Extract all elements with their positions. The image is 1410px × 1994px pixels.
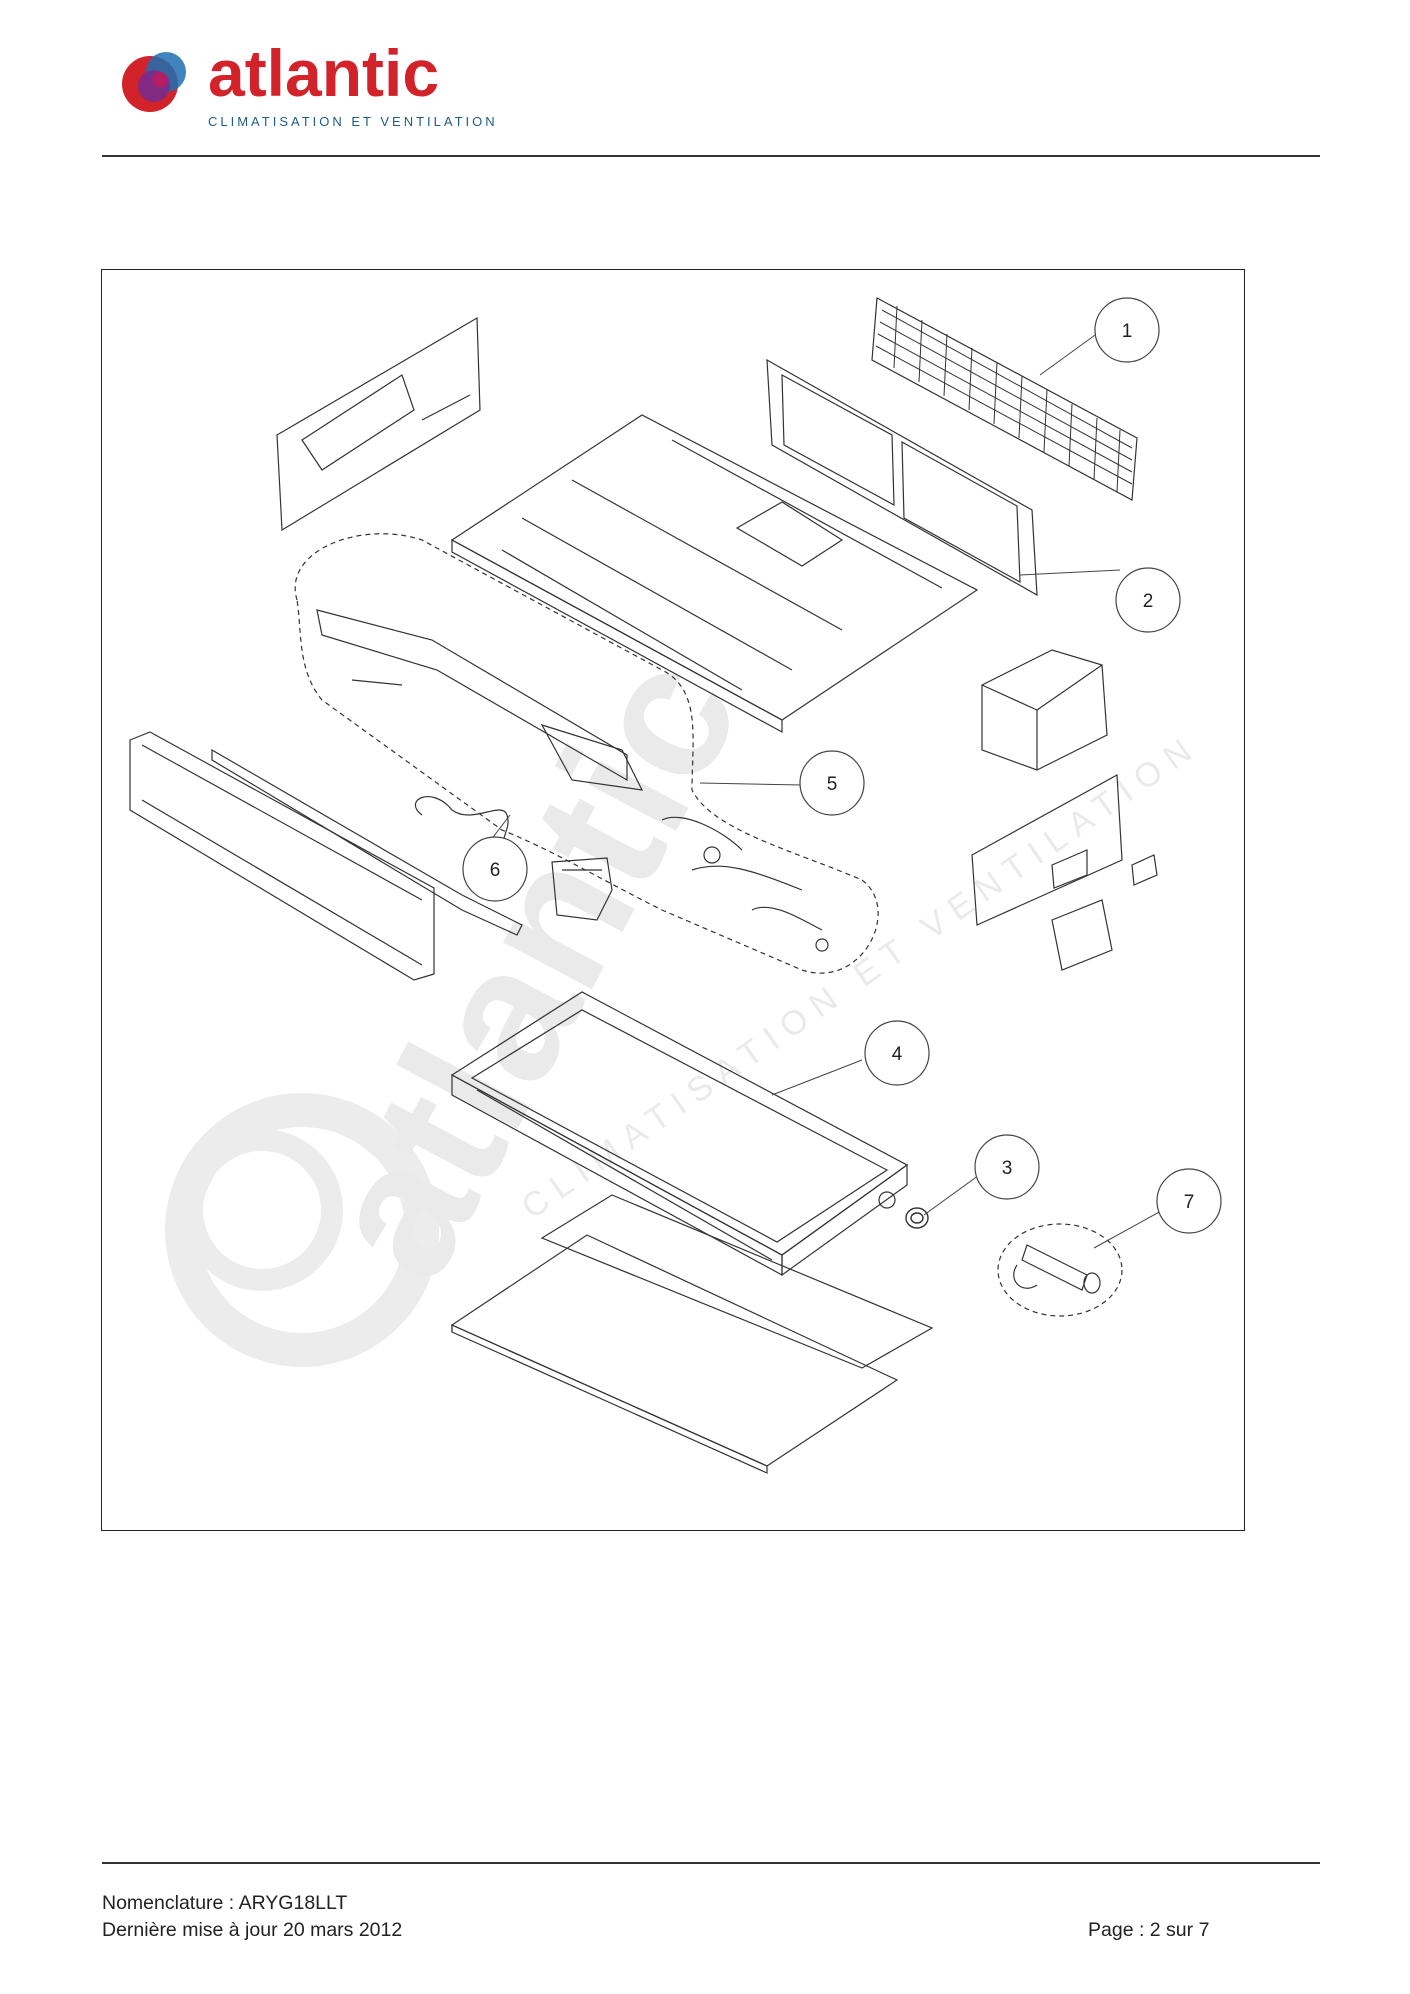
part-top-panel [450,414,979,734]
callout-5-label: 5 [827,774,838,795]
brand-tagline: CLIMATISATION ET VENTILATION [208,114,498,129]
callout-6: 6 [462,836,528,902]
exploded-view-drawing: atlantic CLIMATISATION ET VENTILATION [129,297,1222,1474]
brand-name: atlantic [208,36,440,110]
callout-1: 1 [1094,297,1160,363]
exploded-view-figure: atlantic CLIMATISATION ET VENTILATION [101,269,1245,1531]
callout-4-label: 4 [892,1044,903,1065]
footer-last-update: Dernière mise à jour 20 mars 2012 [102,1919,403,1941]
callout-6-label: 6 [490,860,501,881]
footer-divider [102,1862,1320,1864]
part-front-frame [766,358,1038,597]
callout-2-label: 2 [1143,591,1154,612]
footer-page-number: Page : 2 sur 7 [1088,1919,1210,1941]
part-side-panel-left [276,316,481,532]
callout-7-label: 7 [1184,1192,1195,1213]
callout-5: 5 [799,750,865,816]
watermark: atlantic CLIMATISATION ET VENTILATION [165,622,1206,1367]
part-drain-pan [450,991,909,1277]
part-plug [905,1207,929,1229]
part-electrical-box [971,649,1158,971]
header-divider [102,155,1320,157]
part-6-items [414,796,613,921]
callout-1-label: 1 [1122,321,1133,342]
part-bottom-panels [450,1194,934,1474]
logo-mark-icon [122,52,186,112]
part-grille [871,297,1138,501]
callout-2: 2 [1115,567,1181,633]
atlantic-logo: atlantic CLIMATISATION ET VENTILATION [120,40,500,134]
callout-3-label: 3 [1002,1158,1013,1179]
callout-3: 3 [974,1134,1040,1200]
footer-nomenclature: Nomenclature : ARYG18LLT [102,1892,348,1914]
callout-7: 7 [1156,1168,1222,1234]
part-7-drain-hose [997,1223,1123,1317]
part-front-panels-left [129,731,523,981]
callout-4: 4 [864,1020,930,1086]
part-5-group [294,533,879,974]
